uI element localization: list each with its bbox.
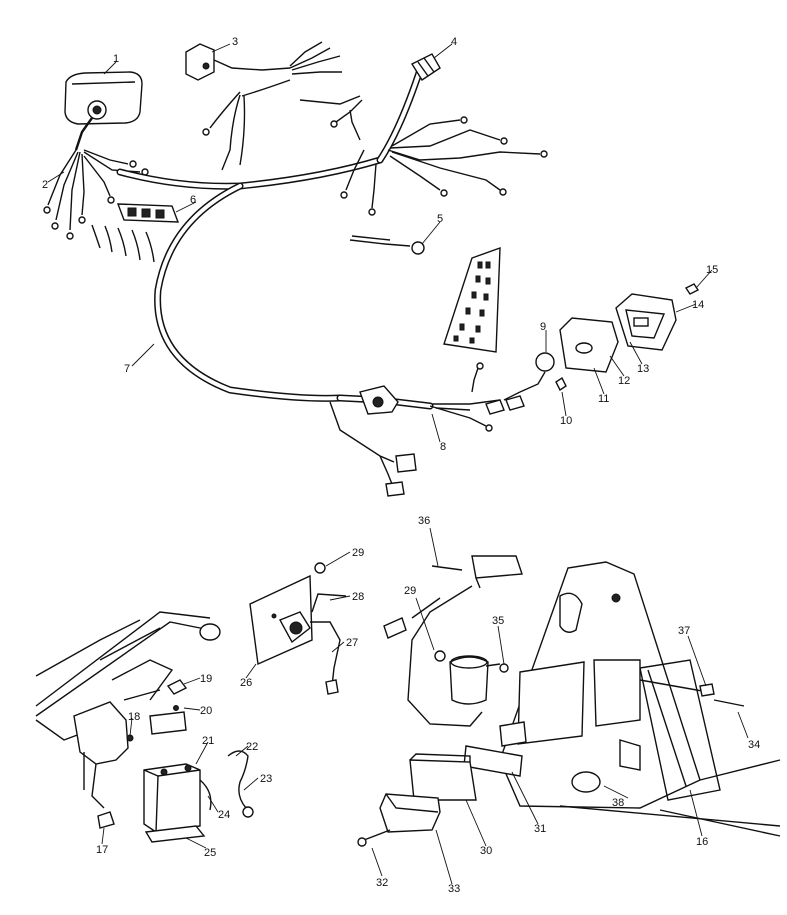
callout-leader-lines bbox=[47, 43, 749, 885]
battery bbox=[143, 679, 212, 843]
terminal-block bbox=[91, 203, 180, 263]
fuse-panel bbox=[443, 246, 501, 353]
callout-12: 12 bbox=[618, 375, 630, 387]
callout-23: 23 bbox=[260, 773, 272, 785]
callout-11: 11 bbox=[598, 393, 609, 405]
callout-2: 2 bbox=[42, 179, 48, 191]
callout-4: 4 bbox=[451, 36, 457, 48]
callout-1: 1 bbox=[113, 53, 119, 65]
callout-labels: 1 2 3 4 5 6 7 8 9 10 11 12 13 14 15 16 1… bbox=[42, 36, 760, 895]
regulator-bracket bbox=[463, 659, 745, 777]
callout-22: 22 bbox=[246, 741, 258, 753]
callout-28: 28 bbox=[352, 591, 364, 603]
rectifier-unit bbox=[357, 753, 477, 847]
callout-21: 21 bbox=[202, 735, 214, 747]
main-harness-trunk bbox=[116, 66, 424, 402]
callout-15: 15 bbox=[706, 264, 718, 276]
callout-18: 18 bbox=[128, 711, 140, 723]
sensor-lead-5 bbox=[349, 235, 425, 255]
rear-harness-section bbox=[329, 362, 521, 497]
callout-25: 25 bbox=[204, 847, 216, 859]
callout-27: 27 bbox=[346, 637, 358, 649]
callout-29-solenoid: 29 bbox=[352, 547, 364, 559]
callout-17: 17 bbox=[96, 844, 108, 856]
callout-30: 30 bbox=[480, 845, 492, 857]
callout-33: 33 bbox=[448, 883, 460, 895]
callout-19: 19 bbox=[200, 673, 212, 685]
callout-26: 26 bbox=[240, 677, 252, 689]
connector-4 bbox=[410, 53, 441, 81]
callout-5: 5 bbox=[437, 213, 443, 225]
callout-7: 7 bbox=[124, 363, 130, 375]
callout-37: 37 bbox=[678, 625, 690, 637]
callout-8: 8 bbox=[440, 441, 446, 453]
solenoid-mount bbox=[249, 562, 347, 695]
ignition-switch bbox=[185, 41, 342, 81]
callout-6: 6 bbox=[190, 194, 196, 206]
callout-16: 16 bbox=[696, 836, 708, 848]
callout-31: 31 bbox=[534, 823, 546, 835]
callout-35: 35 bbox=[492, 615, 504, 627]
callout-29-cdi: 29 bbox=[404, 585, 416, 597]
callout-34: 34 bbox=[748, 739, 760, 751]
callout-38: 38 bbox=[612, 797, 624, 809]
callout-13: 13 bbox=[637, 363, 649, 375]
callout-14: 14 bbox=[692, 299, 704, 311]
frame-rails bbox=[35, 611, 221, 741]
battery-cables bbox=[227, 750, 254, 818]
callout-3: 3 bbox=[232, 36, 238, 48]
callout-20: 20 bbox=[200, 705, 212, 717]
callout-36: 36 bbox=[418, 515, 430, 527]
callout-10: 10 bbox=[560, 415, 572, 427]
callout-32: 32 bbox=[376, 877, 388, 889]
harness-branches-upper bbox=[202, 79, 548, 216]
headlight-assembly bbox=[64, 71, 143, 151]
battery-bracket bbox=[73, 701, 134, 829]
taillight-assembly bbox=[485, 283, 700, 415]
headlight-connector-bundle bbox=[43, 149, 149, 240]
callout-9: 9 bbox=[540, 321, 546, 333]
cdi-box bbox=[383, 555, 523, 727]
callout-24: 24 bbox=[218, 809, 230, 821]
